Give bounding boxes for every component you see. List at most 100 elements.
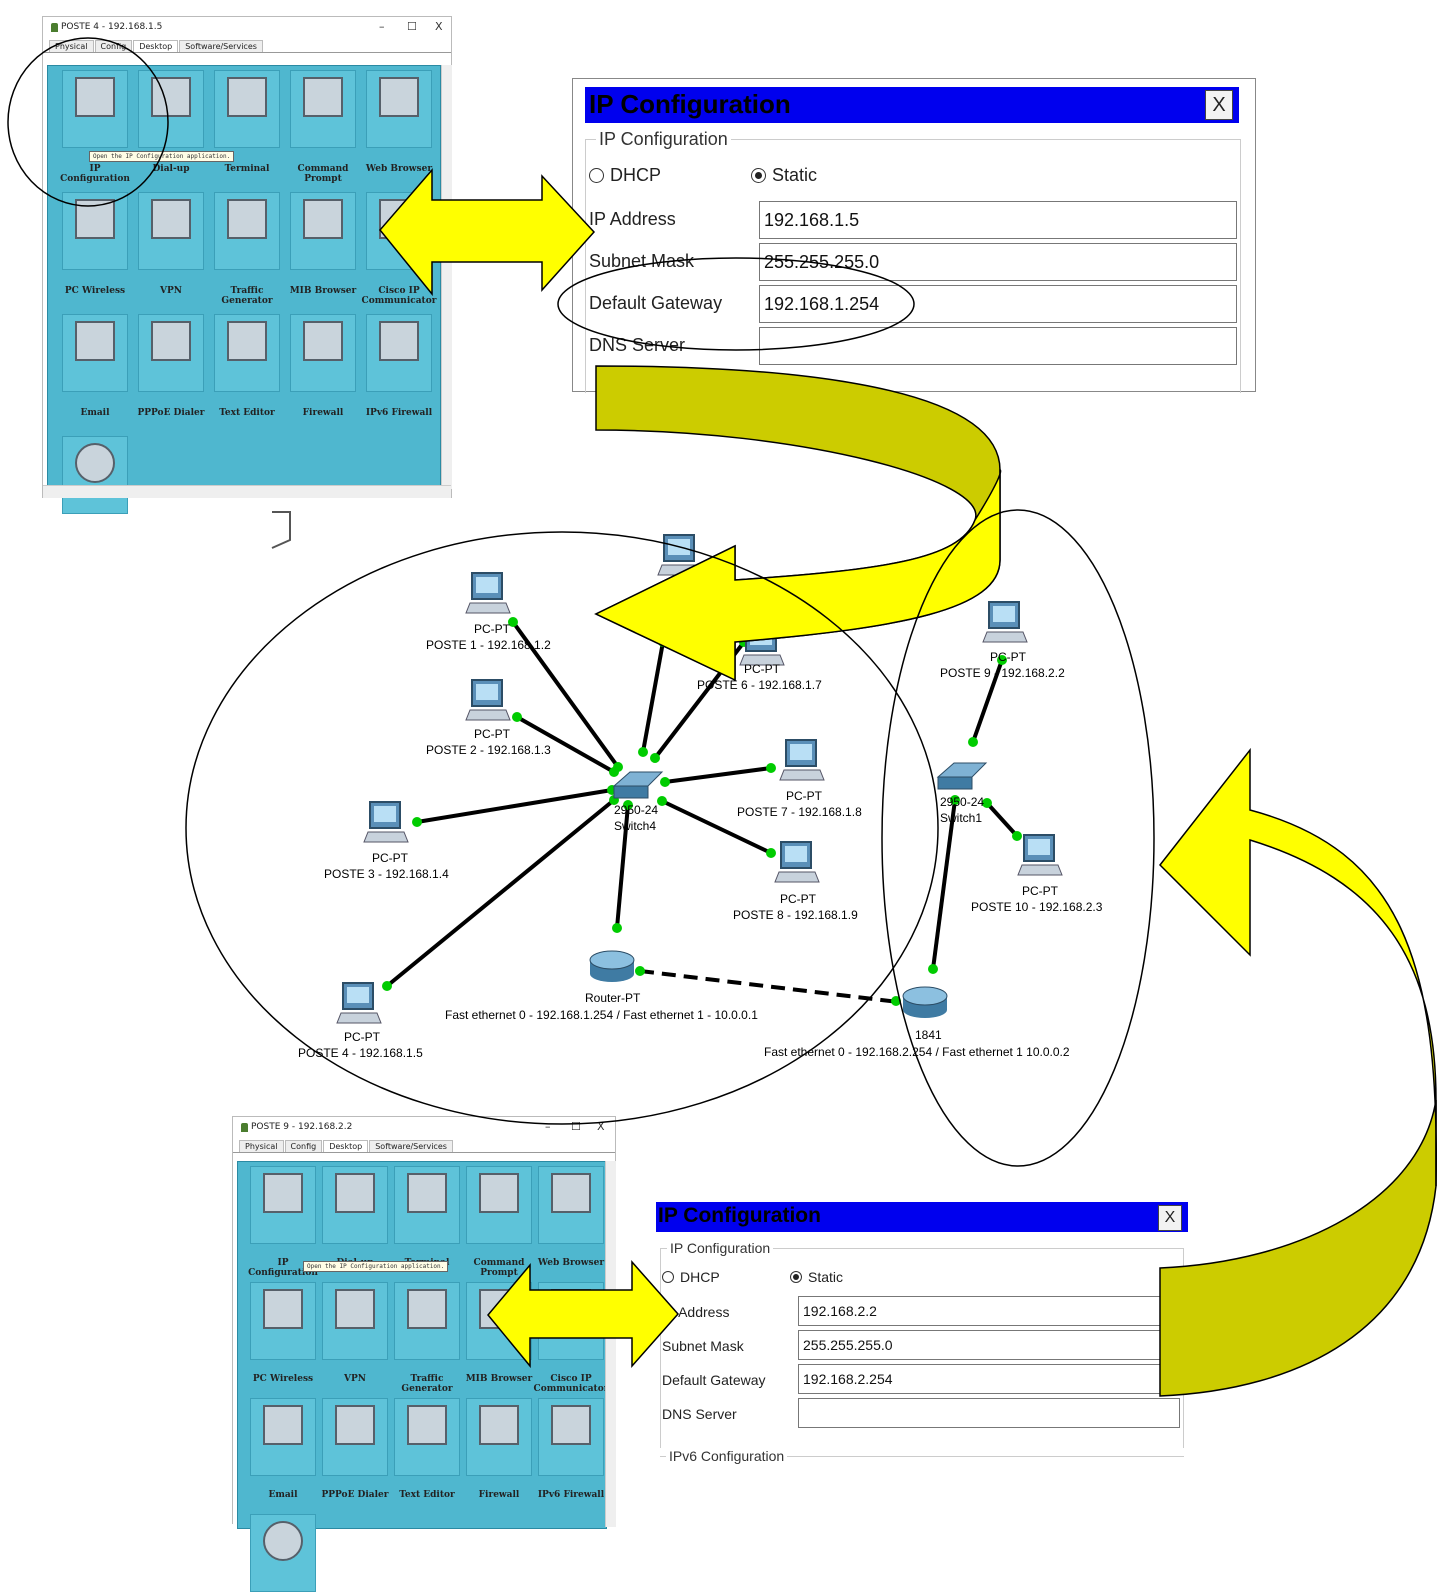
ethernet-link — [985, 801, 1019, 838]
app-tile[interactable] — [214, 70, 280, 148]
router-base — [903, 1002, 947, 1018]
pc-screen — [1028, 839, 1050, 855]
app-tile[interactable] — [538, 1166, 604, 1244]
app-tile[interactable] — [466, 1166, 532, 1244]
app-tile[interactable] — [138, 70, 204, 148]
window-titlebar[interactable]: POSTE 9 - 192.168.2.2 – ☐ X — [233, 1117, 615, 1137]
app-label: IP Configuration — [60, 164, 130, 184]
default-gateway-field[interactable]: 192.168.1.254 — [759, 285, 1237, 323]
firewall-icon — [303, 321, 343, 361]
app-tile[interactable] — [394, 1282, 460, 1360]
subnet-mask-field[interactable]: 255.255.255.0 — [798, 1330, 1180, 1360]
pc-screen — [993, 606, 1015, 622]
pc-screen — [347, 987, 369, 1003]
pc-name-label: POSTE 8 - 192.168.1.9 — [733, 908, 858, 922]
close-button[interactable]: X — [1205, 90, 1233, 120]
app-tile[interactable] — [290, 314, 356, 392]
app-label: VPN — [344, 1374, 366, 1384]
app-tile[interactable] — [290, 192, 356, 270]
default-gateway-field[interactable]: 192.168.2.254 — [798, 1364, 1180, 1394]
app-tile[interactable] — [214, 314, 280, 392]
app-tile[interactable] — [250, 1398, 316, 1476]
ip-address-field[interactable]: 192.168.2.2 — [798, 1296, 1180, 1326]
pc-screen — [374, 806, 396, 822]
pc-icon — [774, 841, 820, 883]
dhcp-radio[interactable]: DHCP — [589, 165, 661, 186]
pc-keyboard — [465, 709, 511, 721]
group-title: IP Configuration — [596, 129, 731, 150]
link-status-dot — [635, 966, 645, 976]
default-gateway-label: Default Gateway — [589, 293, 723, 313]
app-tile[interactable] — [394, 1166, 460, 1244]
window-title: POSTE 4 - 192.168.1.5 — [61, 22, 163, 32]
minimize-icon[interactable]: – — [545, 1120, 551, 1133]
lan2-ellipse — [881, 509, 1155, 1167]
static-radio[interactable]: Static — [751, 165, 817, 186]
ethernet-link — [931, 799, 957, 970]
app-tile[interactable] — [394, 1398, 460, 1476]
app-tile[interactable] — [366, 314, 432, 392]
mib-browser-icon — [303, 199, 343, 239]
maximize-icon[interactable]: ☐ — [407, 20, 417, 33]
app-label: Web Browser — [537, 1258, 605, 1268]
dns-server-label: DNS Server — [662, 1406, 737, 1422]
app-tile[interactable] — [538, 1398, 604, 1476]
tab-desktop[interactable]: Desktop — [323, 1140, 369, 1152]
app-label: Firewall — [302, 408, 344, 418]
vpn-lock-icon — [151, 199, 191, 239]
ethernet-link — [641, 641, 665, 753]
dhcp-radio[interactable]: DHCP — [662, 1269, 720, 1285]
app-tile[interactable] — [250, 1166, 316, 1244]
pc-type-label: PC-PT — [1022, 884, 1058, 898]
command-prompt-icon — [303, 77, 343, 117]
app-tile[interactable] — [290, 70, 356, 148]
app-tile[interactable] — [62, 70, 128, 148]
close-button[interactable]: X — [1158, 1205, 1182, 1231]
window-titlebar[interactable]: POSTE 4 - 192.168.1.5 – ☐ X — [43, 17, 451, 37]
app-tile[interactable] — [250, 1282, 316, 1360]
vertical-scrollbar[interactable] — [441, 65, 452, 489]
tab-desktop[interactable]: Desktop — [133, 40, 179, 52]
network-devices — [336, 534, 1063, 1024]
app-tile[interactable] — [138, 192, 204, 270]
app-tile[interactable] — [322, 1282, 388, 1360]
subnet-mask-field[interactable]: 255.255.255.0 — [759, 243, 1237, 281]
ip-address-field[interactable]: 192.168.1.5 — [759, 201, 1237, 239]
tab-config[interactable]: Config — [284, 1140, 323, 1152]
pc-type-label: PC-PT — [474, 727, 510, 741]
pc-name-label: POSTE 7 - 192.168.1.8 — [737, 805, 862, 819]
app-tile[interactable] — [138, 314, 204, 392]
close-icon[interactable]: X — [597, 1120, 605, 1133]
double-arrow — [487, 1260, 680, 1369]
app-label: Text Editor — [399, 1490, 455, 1500]
app-label: Traffic Generator — [221, 286, 273, 306]
topology-overlay — [7, 37, 1438, 1397]
app-tile[interactable] — [62, 436, 128, 514]
minimize-icon[interactable]: – — [379, 20, 385, 33]
tab-software-services[interactable]: Software/Services — [179, 40, 263, 52]
pie-chart-icon — [263, 1521, 303, 1561]
maximize-icon[interactable]: ☐ — [571, 1120, 581, 1133]
horizontal-scrollbar[interactable] — [43, 485, 451, 498]
app-tile[interactable] — [62, 314, 128, 392]
app-tile[interactable] — [250, 1514, 316, 1592]
app-tile[interactable] — [322, 1166, 388, 1244]
app-tile[interactable] — [214, 192, 280, 270]
tab-config[interactable]: Config — [94, 40, 133, 52]
tab-physical[interactable]: Physical — [239, 1140, 284, 1152]
vertical-scrollbar[interactable] — [605, 1161, 616, 1527]
pc-type-label: PC-PT — [744, 662, 780, 676]
app-label: MIB Browser — [465, 1374, 533, 1384]
close-icon[interactable]: X — [435, 20, 443, 33]
tab-software-services[interactable]: Software/Services — [369, 1140, 453, 1152]
double-arrow — [379, 167, 596, 297]
radio-icon — [589, 168, 604, 183]
pc-icon — [1017, 834, 1063, 876]
dns-server-field[interactable] — [798, 1398, 1180, 1428]
static-radio[interactable]: Static — [790, 1269, 843, 1285]
ip-address-label: IP Address — [589, 209, 676, 229]
app-tile[interactable] — [466, 1398, 532, 1476]
dns-server-field[interactable] — [759, 327, 1237, 365]
app-tile[interactable] — [366, 70, 432, 148]
app-tile[interactable] — [322, 1398, 388, 1476]
